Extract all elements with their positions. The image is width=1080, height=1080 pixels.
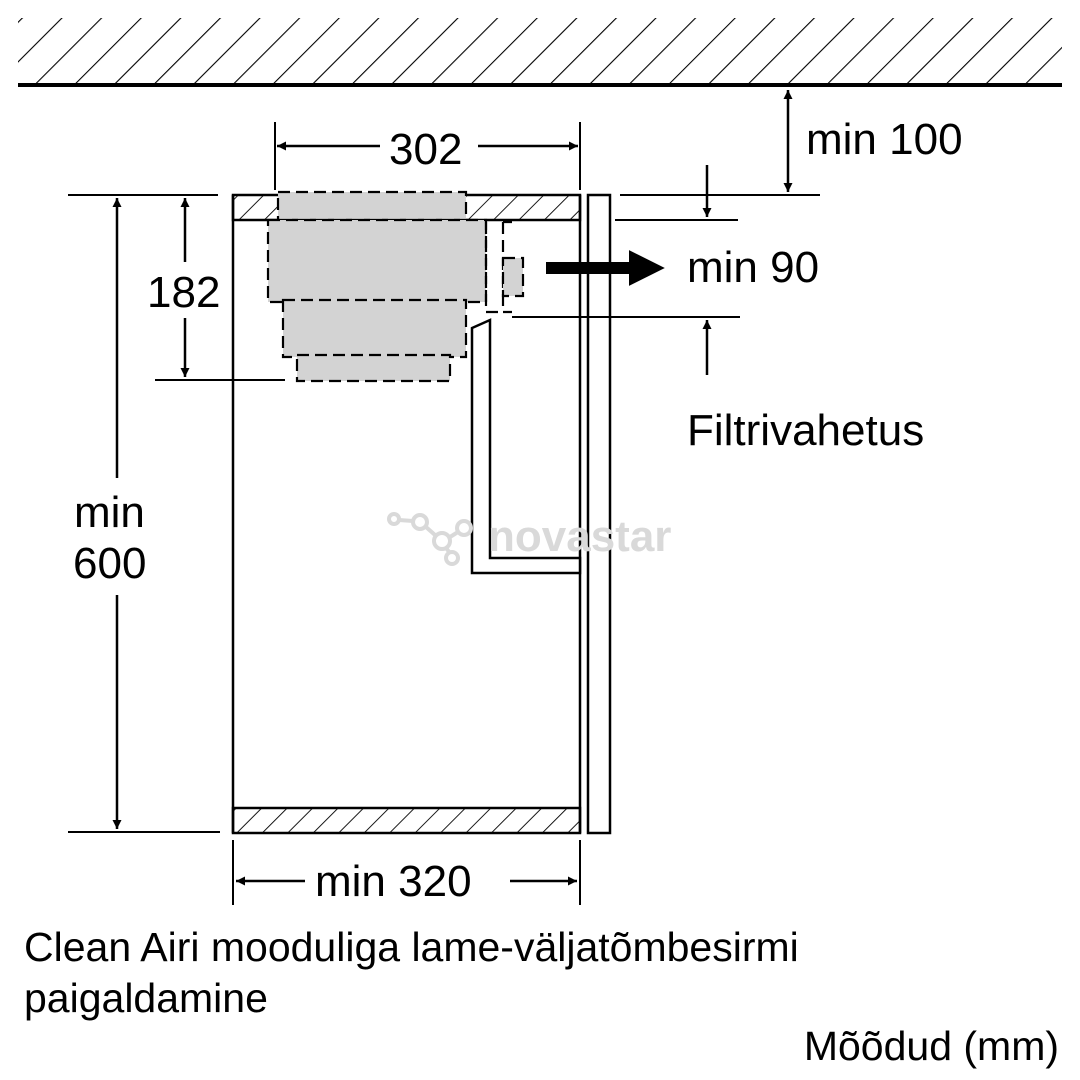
cabinet-bottom-shelf xyxy=(231,806,582,835)
watermark-text: novastar xyxy=(488,512,671,561)
filter-change-label: Filtrivahetus xyxy=(687,406,924,455)
dim-cabinet-width-label: min 320 xyxy=(315,857,472,906)
dim-cabinet-height-line1: min xyxy=(74,488,145,537)
dimension-arrows xyxy=(112,90,793,886)
caption-line2: paigaldamine xyxy=(24,975,268,1021)
dim-outlet-clearance-label: min 90 xyxy=(687,243,819,292)
cabinet-door xyxy=(586,193,612,835)
cabinet-partition xyxy=(470,318,582,575)
dim-width-top-label: 302 xyxy=(389,125,462,174)
watermark: novastar xyxy=(387,512,671,566)
ceiling xyxy=(0,0,1080,87)
extension-lines xyxy=(68,122,820,905)
molecule-icon xyxy=(387,512,473,566)
hood-module xyxy=(266,190,525,383)
dim-ceiling-clearance-label: min 100 xyxy=(806,115,963,164)
dim-cabinet-height-line2: 600 xyxy=(73,539,146,588)
dim-module-height-label: 182 xyxy=(147,268,220,317)
units-label: Mõõdud (mm) xyxy=(804,1023,1059,1069)
caption-line1: Clean Airi mooduliga lame-väljatõmbesirm… xyxy=(24,924,799,970)
